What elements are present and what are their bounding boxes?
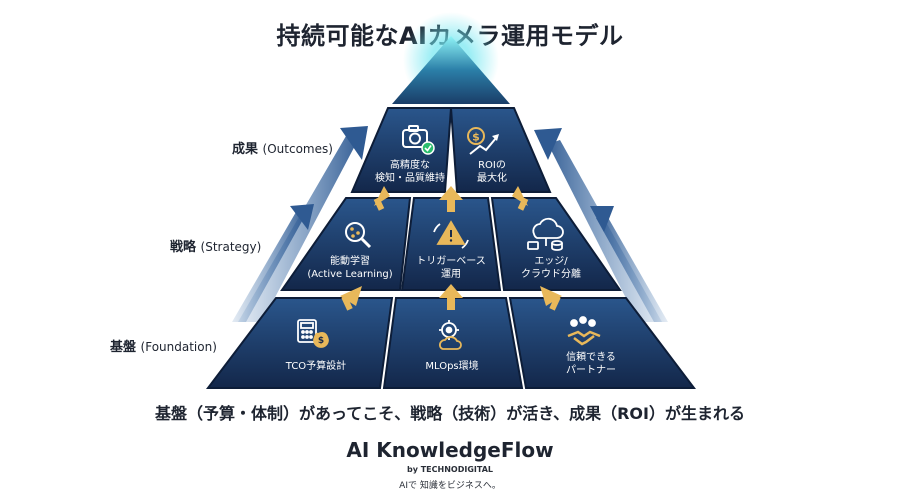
arrow-up-icon bbox=[340, 286, 362, 311]
gear-cloud-icon bbox=[439, 320, 462, 350]
block-label-trigger: トリガーベース運用 bbox=[416, 255, 486, 280]
brand-byline: by TECHNODIGITAL bbox=[407, 465, 493, 474]
block-label-edge-cloud: エッジ/クラウド分離 bbox=[521, 256, 581, 280]
block-label-active-learning: 能動学習(Active Learning) bbox=[307, 254, 392, 280]
warning-trigger-icon bbox=[433, 220, 469, 249]
arrow-up-icon bbox=[439, 186, 463, 212]
left-side-arrows bbox=[232, 126, 368, 322]
money-growth-icon: $ bbox=[467, 127, 499, 155]
tier-outcomes bbox=[350, 107, 552, 193]
right-side-arrows bbox=[534, 128, 668, 322]
block-label-roi: ROIの最大化 bbox=[477, 160, 507, 184]
block-label-partner: 信頼できるパートナー bbox=[566, 351, 616, 376]
gold-arrows bbox=[340, 186, 562, 311]
summary-caption: 基盤（予算・体制）があってこそ、戦略（技術）が活き、成果（ROI）が生まれる bbox=[155, 404, 745, 423]
arrow-up-icon bbox=[540, 286, 562, 311]
brand-name: AI KnowledgeFlow bbox=[346, 438, 554, 462]
tier-label-strategy: 戦略 (Strategy) bbox=[170, 240, 262, 255]
magnifier-network-icon bbox=[345, 222, 372, 249]
block-label-mlops: MLOps環境 bbox=[425, 359, 478, 372]
calculator-money-icon: $ bbox=[297, 319, 329, 348]
svg-text:$: $ bbox=[472, 131, 480, 144]
tier-label-foundation: 基盤 (Foundation) bbox=[110, 340, 217, 355]
tier-foundation bbox=[205, 297, 697, 389]
block-label-tco: TCO予算設計 bbox=[285, 359, 346, 372]
pyramid-apex bbox=[392, 36, 510, 104]
arrow-up-icon bbox=[439, 284, 463, 310]
tier-label-outcomes: 成果 (Outcomes) bbox=[232, 142, 333, 157]
brand-tagline: AIで 知識をビジネスへ。 bbox=[399, 481, 501, 491]
arrow-up-icon bbox=[373, 186, 390, 211]
cloud-edge-icon bbox=[527, 217, 564, 251]
svg-text:$: $ bbox=[318, 336, 324, 346]
camera-check-icon bbox=[402, 125, 435, 155]
arrow-up-icon bbox=[512, 186, 529, 211]
handshake-icon bbox=[567, 316, 601, 346]
block-label-accuracy: 高精度な検知・品質維持 bbox=[375, 158, 445, 184]
